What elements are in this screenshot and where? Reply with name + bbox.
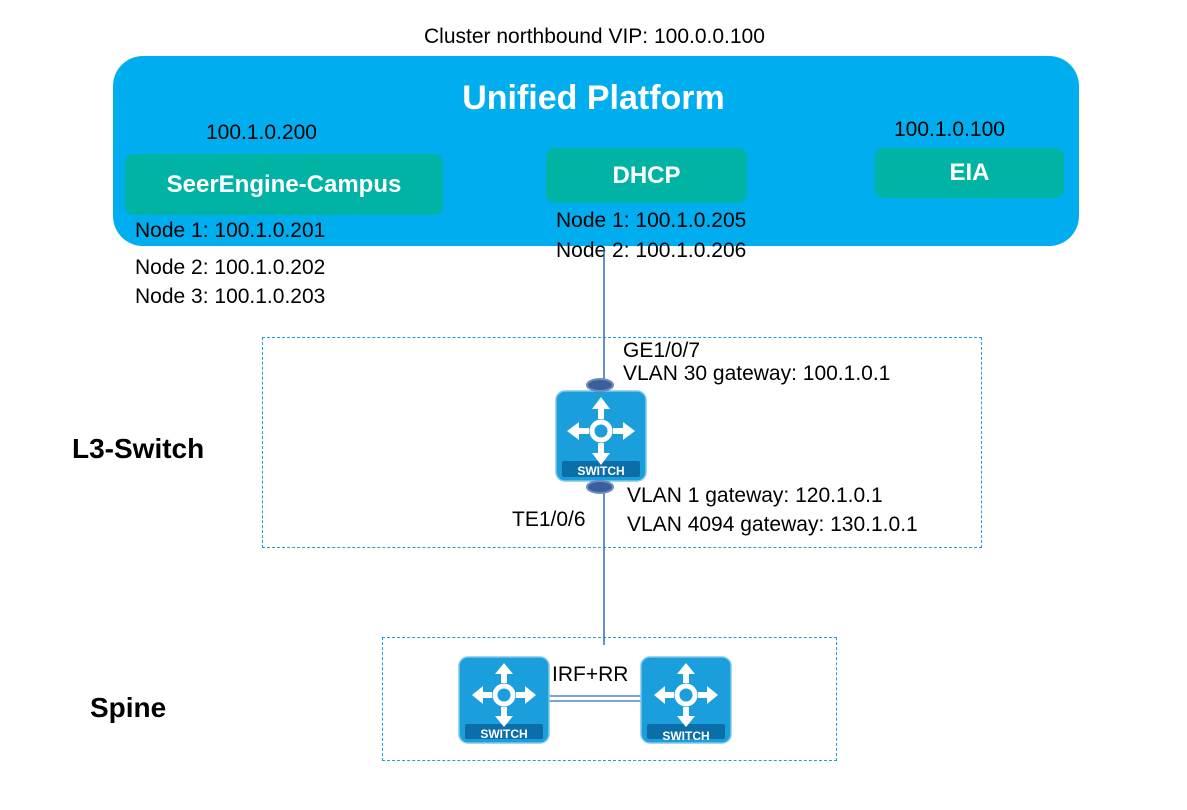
seerengine-node-1: Node 1: 100.1.0.201	[135, 219, 326, 242]
cluster-vip-label: Cluster northbound VIP: 100.0.0.100	[424, 25, 765, 48]
l3-switch-tier-label: L3-Switch	[72, 433, 205, 464]
spine-switch-2-icon	[640, 656, 732, 744]
uplink-port-label: GE1/0/7	[623, 339, 701, 362]
spine-tier-label: Spine	[90, 692, 167, 723]
vlan1-gateway-label: VLAN 1 gateway: 120.1.0.1	[627, 484, 883, 507]
te-port-icon	[586, 480, 614, 494]
irf-rr-label: IRF+RR	[552, 663, 629, 686]
vlan30-gateway-label: VLAN 30 gateway: 100.1.0.1	[623, 362, 891, 385]
downlink-port-label: TE1/0/6	[512, 508, 586, 531]
l3-switch-tier-box	[262, 337, 982, 548]
vlan4094-gateway-label: VLAN 4094 gateway: 130.1.0.1	[627, 513, 918, 536]
spine-switch-1-text: SWITCH	[480, 727, 527, 741]
eia-module: EIA	[875, 148, 1064, 198]
spine-tier-box	[382, 637, 837, 761]
eia-label: EIA	[949, 159, 990, 186]
spine-switch-1-icon	[458, 656, 550, 744]
seerengine-label: SeerEngine-Campus	[166, 170, 402, 198]
seerengine-node-2: Node 2: 100.1.0.202	[135, 256, 326, 279]
dhcp-node-1: Node 1: 100.1.0.205	[556, 209, 747, 232]
l3-switch-text: SWITCH	[577, 464, 624, 478]
seerengine-vip: 100.1.0.200	[206, 121, 317, 144]
seerengine-campus-module: SeerEngine-Campus	[125, 154, 443, 215]
eia-vip: 100.1.0.100	[894, 118, 1005, 141]
seerengine-node-3: Node 3: 100.1.0.203	[135, 285, 326, 308]
dhcp-label: DHCP	[612, 161, 681, 189]
dhcp-module: DHCP	[546, 148, 747, 203]
spine-switch-2-text: SWITCH	[662, 729, 709, 743]
l3-switch-icon	[555, 390, 647, 482]
platform-title: Unified Platform	[462, 79, 725, 117]
ge-port-icon	[586, 378, 614, 392]
